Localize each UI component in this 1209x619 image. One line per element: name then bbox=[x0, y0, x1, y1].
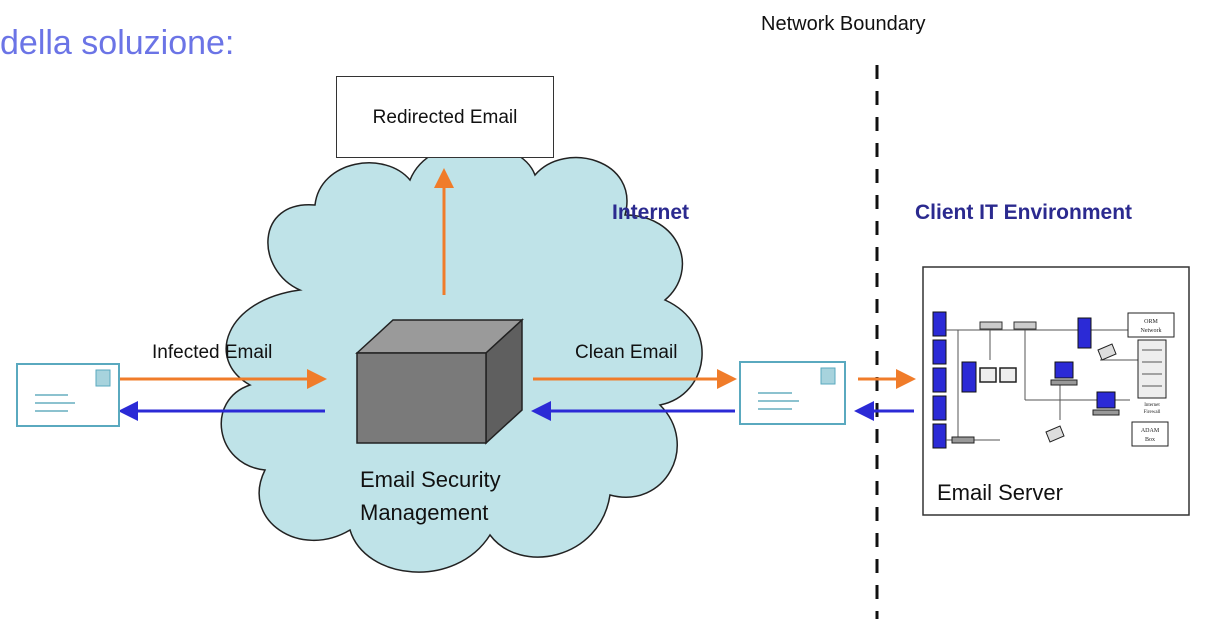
inset-label-orm-network: Network bbox=[1141, 328, 1162, 334]
network-illustration bbox=[932, 311, 1175, 449]
network-boundary-label: Network Boundary bbox=[761, 13, 926, 35]
redirected-email-box: Redirected Email bbox=[336, 76, 554, 158]
inset-label-orm: ORM bbox=[1144, 319, 1158, 325]
infected-email-envelope bbox=[16, 363, 120, 427]
internet-label: Internet bbox=[612, 201, 690, 224]
infected-email-label: Infected Email bbox=[152, 342, 273, 363]
inset-label-firewall: Firewall bbox=[1144, 410, 1161, 415]
inset-label-adam: ADAM bbox=[1141, 428, 1160, 434]
clean-email-envelope bbox=[739, 361, 846, 425]
email-server-label: Email Server bbox=[937, 480, 1063, 505]
inset-label-internet: Internet bbox=[1144, 403, 1160, 408]
page-heading: della soluzione: bbox=[0, 24, 235, 62]
inset-label-box: Box bbox=[1145, 437, 1155, 443]
email-security-label-line1: Email Security bbox=[360, 467, 501, 492]
redirected-email-label: Redirected Email bbox=[372, 107, 518, 128]
clean-email-label: Clean Email bbox=[575, 342, 678, 363]
client-it-environment-label: Client IT Environment bbox=[915, 201, 1133, 224]
email-security-label-line2: Management bbox=[360, 500, 489, 525]
email-security-box bbox=[355, 318, 524, 445]
